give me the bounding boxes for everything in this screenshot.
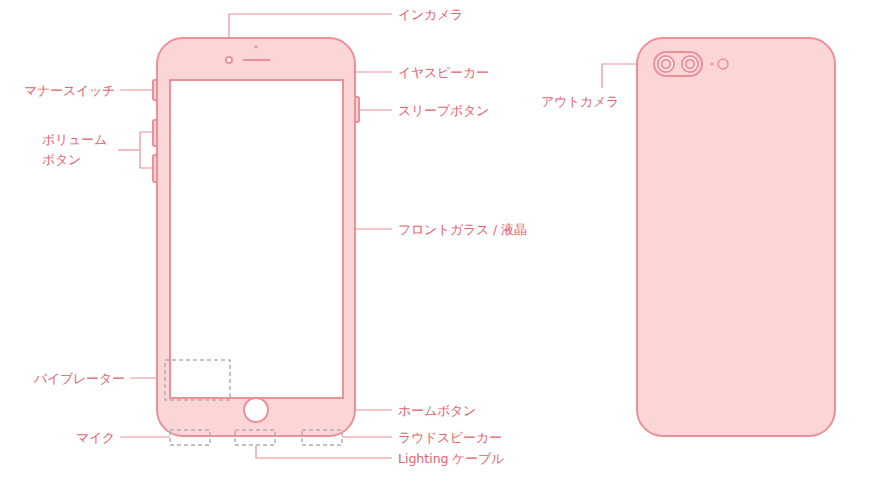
part-label: Lighting ケーブル xyxy=(398,451,505,466)
internal-parts xyxy=(165,360,342,445)
home-button xyxy=(244,398,268,422)
camera-lens-inner xyxy=(662,60,671,69)
camera-lens xyxy=(682,56,698,72)
leader-line xyxy=(118,149,140,150)
speaker-area xyxy=(302,430,342,445)
ear-speaker xyxy=(243,59,270,61)
phone-body xyxy=(157,38,355,436)
camera-lens-inner xyxy=(686,60,695,69)
camera-housing xyxy=(654,52,702,76)
phone-back xyxy=(637,38,835,436)
leader-line xyxy=(342,436,392,437)
bracket xyxy=(140,132,153,168)
part-label: スリープボタン xyxy=(398,103,489,118)
part-label: フロントガラス / 液晶 xyxy=(398,222,527,237)
flash xyxy=(718,59,728,69)
part-label: バイブレーター xyxy=(34,371,125,386)
leader-lines xyxy=(118,14,654,458)
camera-lens xyxy=(658,56,674,72)
leader-line xyxy=(120,89,153,90)
part-label: ホームボタン xyxy=(398,403,476,418)
part-label: マナースイッチ xyxy=(24,83,115,98)
leader-line xyxy=(256,445,392,458)
screen xyxy=(170,80,343,398)
part-label: マイク xyxy=(76,430,115,445)
mic-area xyxy=(170,430,210,445)
front-camera xyxy=(226,57,232,63)
part-label: アウトカメラ xyxy=(541,94,619,109)
mic-dot xyxy=(711,63,714,66)
lightning-area xyxy=(235,430,275,445)
part-label: ラウドスピーカー xyxy=(398,430,502,445)
vibrator-area xyxy=(165,360,230,400)
sensor-dot xyxy=(255,46,258,49)
phone-front xyxy=(153,38,359,436)
phone-body xyxy=(637,38,835,436)
part-label: ボリューム ボタン xyxy=(42,130,112,170)
part-label: イヤスピーカー xyxy=(398,65,489,80)
part-label: インカメラ xyxy=(398,7,463,22)
leader-line xyxy=(120,436,170,437)
leader-line xyxy=(359,109,392,110)
